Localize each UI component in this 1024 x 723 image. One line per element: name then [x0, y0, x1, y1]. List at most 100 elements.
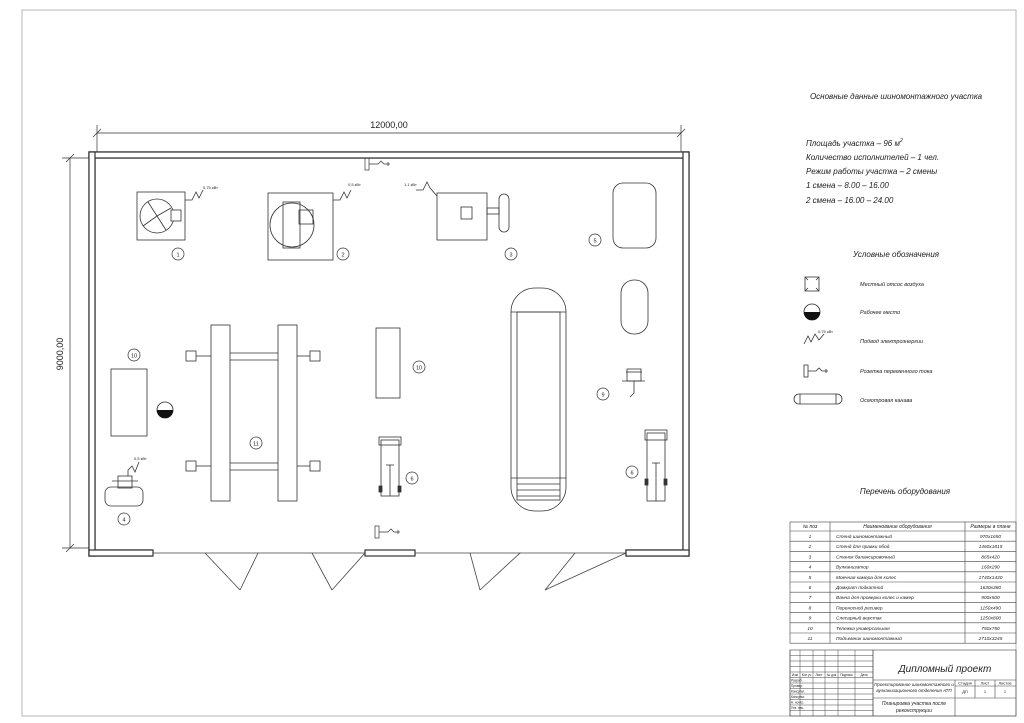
- info-workers: Количество исполнителей – 1 чел.: [806, 153, 939, 162]
- table-header: Наименование оборудования: [863, 524, 932, 530]
- width-dimension-label: 12000,00: [370, 120, 408, 130]
- equipment-1-tire-changer: [136, 189, 204, 241]
- gates: [153, 552, 627, 591]
- position-number: 6: [410, 477, 413, 483]
- legend-item-pit: Осмотровая канава: [793, 393, 912, 405]
- table-cell-size: 1630х380: [980, 585, 1001, 591]
- power-label-3: 1,1 кВт: [404, 182, 417, 187]
- height-dimension: [62, 153, 89, 553]
- signature-col-header: Дата: [860, 673, 867, 677]
- position-number: 10: [131, 354, 137, 360]
- table-cell-size: 1250х800: [980, 616, 1001, 622]
- position-number: 4: [122, 518, 125, 524]
- table-cell-size: 1740х1430: [979, 575, 1003, 581]
- table-cell-pos: 7: [809, 595, 812, 601]
- table-row: 3 Станок балансировочный 865х420: [809, 553, 1000, 560]
- table-cell-name: Тележка универсальная: [836, 626, 890, 632]
- table-cell-pos: 1: [809, 534, 812, 540]
- table-cell-size: 970х1650: [980, 534, 1001, 540]
- table-cell-size: 900х500: [981, 595, 1000, 601]
- legend-title: Условные обозначения: [852, 250, 940, 259]
- table-cell-name: Моечная камера для колес: [836, 575, 897, 581]
- equipment-tire-tub: [620, 279, 649, 335]
- position-number: 1: [176, 253, 179, 259]
- signature-col-header: Кол.уч: [802, 673, 812, 677]
- info-shift-1: 1 смена – 8.00 – 16.00: [806, 181, 889, 190]
- power-label-1: 0,75 кВт: [203, 185, 218, 190]
- project-title: Дипломный проект: [898, 664, 992, 675]
- table-cell-size: 750х750: [981, 626, 1000, 632]
- power-supply-icon: [803, 333, 825, 345]
- signature-role: Провер.: [791, 684, 803, 688]
- table-cell-size: 2710х3245: [978, 636, 1003, 642]
- equipment-6-jack-center: [378, 436, 402, 497]
- power-label-2: 0,5 кВт: [348, 182, 361, 187]
- workplace-marker: [156, 401, 174, 419]
- info-block: Основные данные шиномонтажного участка П…: [805, 92, 983, 205]
- sheet-frame: [21, 9, 1017, 717]
- stage-value: ДП: [962, 689, 968, 694]
- table-cell-name: Стенд для правки обод: [836, 544, 890, 550]
- info-shifts: Режим работы участка – 2 смены: [806, 167, 937, 176]
- position-number: 5: [593, 239, 596, 245]
- signature-role: Консульт.: [791, 695, 805, 699]
- info-shift-2: 2 смена – 16.00 – 24.00: [805, 196, 894, 205]
- legend-label: Подвод электроэнергии: [860, 339, 923, 345]
- sheets-header: Листов: [999, 681, 1012, 686]
- equipment-5-wheel-washer: [612, 182, 657, 249]
- table-cell-size: 865х420: [981, 554, 1000, 560]
- socket-icon: [803, 364, 828, 378]
- legend-item-power: 0,75 кВт Подвод электроэнергии: [803, 329, 923, 345]
- equipment-10-cart-center: [375, 327, 401, 399]
- legend-label: Местный отсос воздуха: [860, 281, 924, 288]
- width-dimension: [92, 125, 686, 152]
- signature-role: Н. контр.: [791, 701, 804, 705]
- position-number: 3: [509, 253, 512, 259]
- stage-header: Стадия: [958, 681, 972, 686]
- equipment-9-workbench: [622, 368, 645, 398]
- signature-col-header: Изм: [792, 673, 798, 677]
- signature-col-header: № док: [827, 673, 837, 677]
- inspection-pit-icon: [793, 393, 843, 405]
- info-area: Площадь участка – 96 м2: [806, 138, 903, 148]
- table-cell-name: Ванна для проверки колес и камер: [836, 595, 914, 601]
- position-numbers: 1 2 3 4 5 6 6 9 10 10 11: [117, 233, 639, 526]
- equipment-6-jack-right: [644, 429, 668, 502]
- table-cell-pos: 2: [808, 544, 812, 550]
- legend-power-sample: 0,75 кВт: [818, 329, 833, 334]
- position-number: 11: [253, 442, 259, 448]
- table-cell-size: 1150х490: [980, 605, 1001, 611]
- floor-plan: 12000,00 9000,00 0,75 кВт: [55, 120, 690, 591]
- legend-item-workplace: Рабочее место: [803, 303, 900, 321]
- info-title: Основные данные шиномонтажного участка: [810, 92, 983, 101]
- sheet-header: Лист: [981, 681, 990, 686]
- table-cell-name: Станок балансировочный: [836, 553, 895, 560]
- equipment-10-cart-left: [110, 368, 148, 437]
- sheets-value: 1: [1004, 689, 1007, 694]
- table-cell-name: Домкрат подкатной: [835, 584, 883, 591]
- signature-role: Утв. нач.: [791, 706, 804, 710]
- signature-col-header: Лист: [816, 673, 823, 677]
- table-cell-pos: 10: [807, 626, 813, 632]
- equipment-2-rim-straightening: [267, 189, 352, 261]
- socket-marker-top: [364, 157, 390, 171]
- table-cell-name: Подъемник шиномонтажный: [836, 635, 902, 642]
- table-cell-name: Переносной ресивер: [836, 604, 883, 611]
- equipment-4-vulcanizer: [104, 461, 144, 507]
- table-cell-size: 1460х1815: [979, 544, 1003, 550]
- table-cell-pos: 3: [809, 554, 812, 560]
- legend-label: Рабочее место: [860, 310, 900, 316]
- legend-item-air-exhaust: Местный отсос воздуха: [804, 276, 924, 292]
